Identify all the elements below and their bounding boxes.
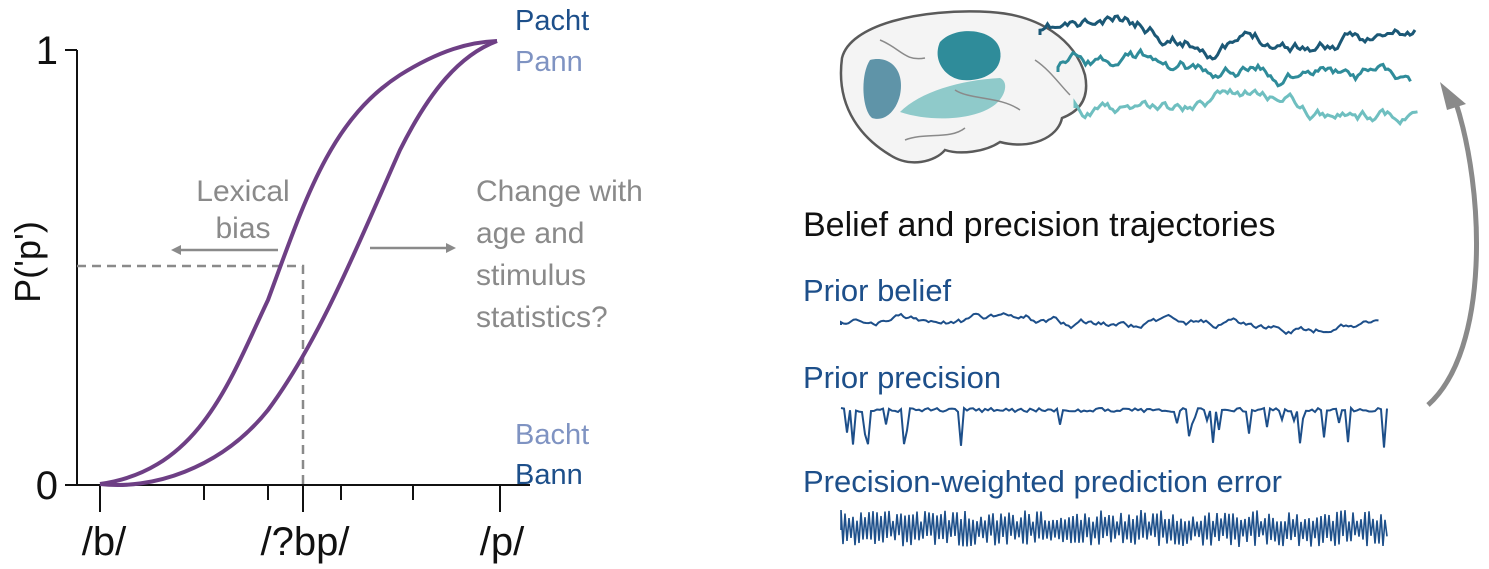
brain-signal-trace-2 xyxy=(1056,47,1412,88)
feedback-arrow xyxy=(1426,99,1479,407)
note-lexical-bias-line2: bias xyxy=(215,212,270,245)
label-prediction-error: Precision-weighted prediction error xyxy=(803,464,1282,499)
prior-belief-trace xyxy=(840,312,1379,336)
midpoint-guide xyxy=(77,264,305,485)
curve-right xyxy=(99,39,498,487)
word-label-pacht: Pacht xyxy=(515,5,589,37)
trajectories-title: Belief and precision trajectories xyxy=(803,206,1275,244)
y-tick-label-0: 0 xyxy=(36,464,58,508)
brain-signal-trace-3 xyxy=(1073,87,1418,127)
x-tick-label-b: /b/ xyxy=(82,520,127,564)
x-tick-label-ambiguous: /?bp/ xyxy=(261,520,351,564)
trajectories-panel: Belief and precision trajectories Prior … xyxy=(803,10,1479,547)
label-prior-belief: Prior belief xyxy=(803,273,952,308)
label-prior-precision: Prior precision xyxy=(803,360,1001,395)
prior-precision-trace xyxy=(840,405,1388,448)
x-tick-marks xyxy=(99,485,501,512)
y-axis-label: P('p') xyxy=(7,221,48,303)
curve-left xyxy=(99,39,498,486)
word-label-bacht: Bacht xyxy=(515,419,589,451)
word-label-pann: Pann xyxy=(515,46,583,78)
brain-icon xyxy=(839,10,1088,164)
note-change-line1: Change with xyxy=(476,175,643,208)
psychometric-panel: 1 0 /b/ /?bp/ /p/ P('p') Pacht Pann Bach… xyxy=(7,5,643,564)
feedback-arrow-head xyxy=(1440,82,1466,110)
note-lexical-bias-line1: Lexical xyxy=(196,175,289,208)
brain-signal-trace-1 xyxy=(1038,14,1417,61)
word-label-bann: Bann xyxy=(515,459,583,491)
note-change-line4: statistics? xyxy=(476,301,608,334)
prediction-error-trace xyxy=(840,509,1388,547)
note-change-line3: stimulus xyxy=(476,259,586,292)
x-tick-label-p: /p/ xyxy=(480,520,525,564)
y-tick-label-1: 1 xyxy=(36,29,58,73)
note-change-line2: age and xyxy=(476,217,584,250)
